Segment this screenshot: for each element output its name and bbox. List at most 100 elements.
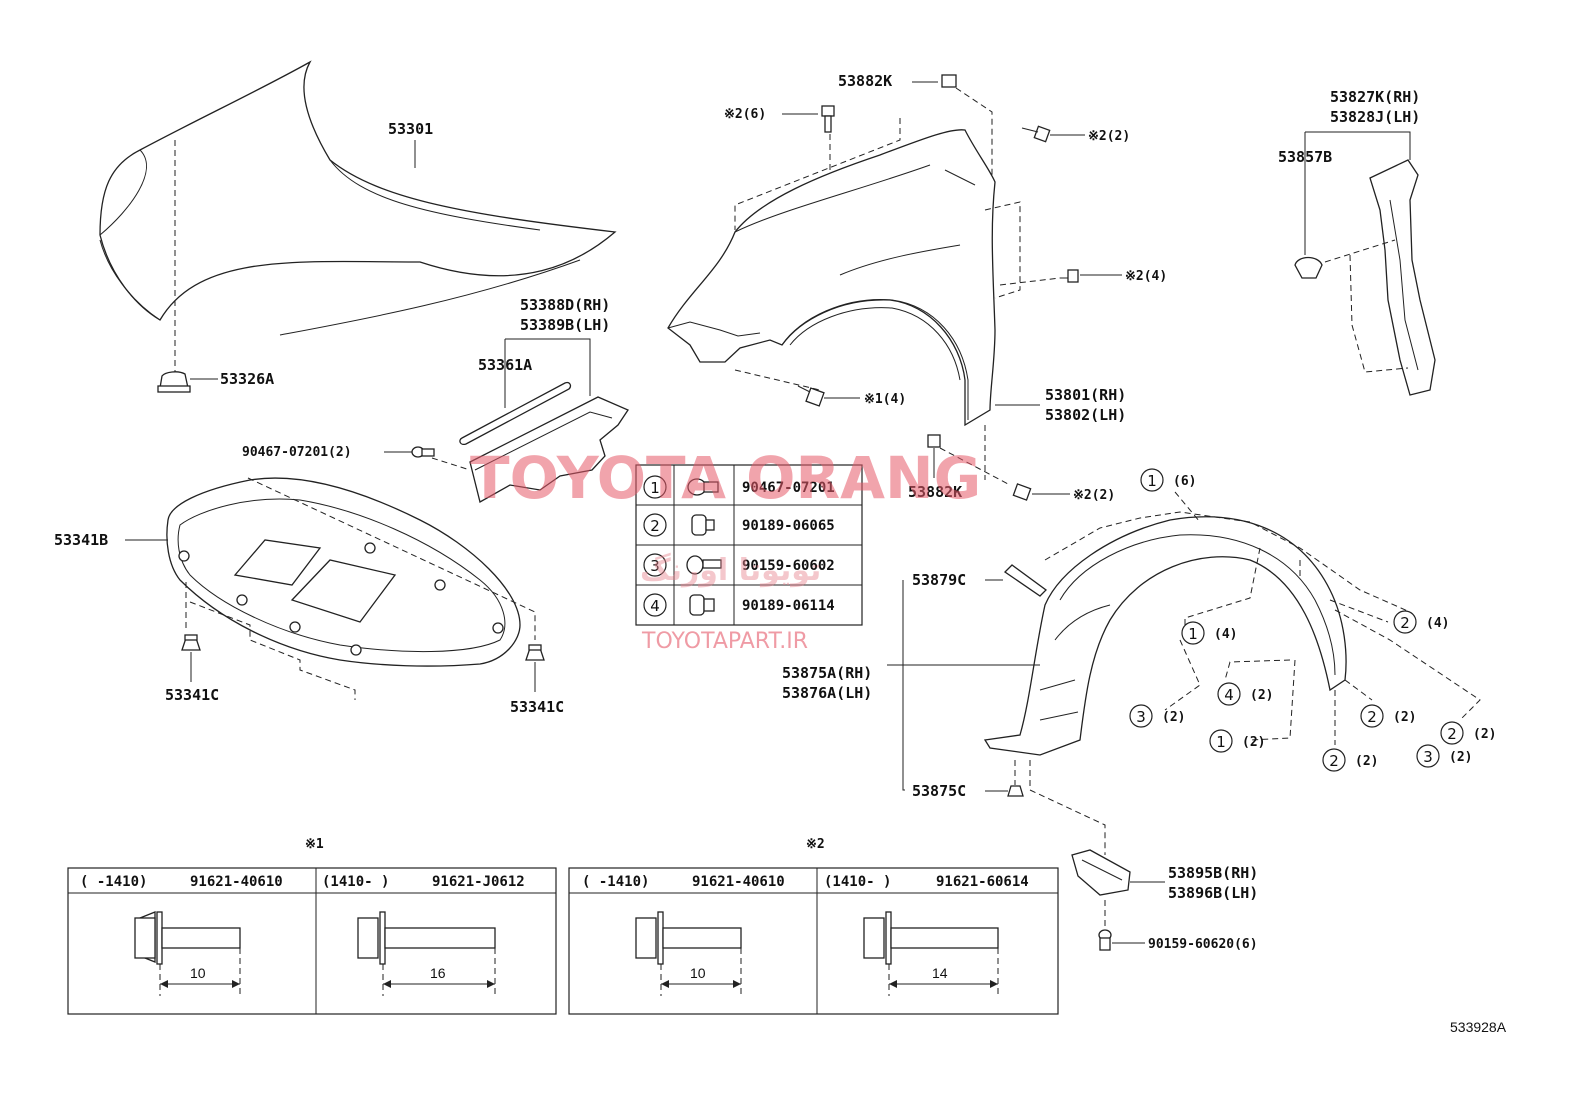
liner-piece-label: 53879C [912, 571, 966, 589]
insulator-label: 53341B [54, 531, 108, 549]
fender-bolt-bottom-label: ※2(2) [1073, 488, 1115, 503]
fender-rh-label: 53801(RH) [1045, 386, 1126, 404]
fender-bolt-right-top-label: ※2(2) [1088, 129, 1130, 144]
svg-text:(4): (4) [1214, 627, 1237, 642]
bolt-table-2-part-a: 91621-40610 [692, 874, 785, 890]
bracket-clip-drawing [1294, 256, 1323, 279]
hood-cushion-label: 53326A [220, 370, 274, 388]
svg-text:3: 3 [1136, 708, 1146, 726]
legend-3-part: 90159-60602 [742, 558, 835, 574]
guard-lh-label: 53896B(LH) [1168, 884, 1258, 902]
diagram-code: 533928A [1450, 1019, 1507, 1035]
fender-bolt-top-label: ※2(6) [724, 107, 766, 122]
fastener-legend: 1 2 3 4 90467-07201 90189-06065 90159-60… [635, 464, 863, 626]
svg-text:2: 2 [1329, 752, 1339, 770]
legend-4-part: 90189-06114 [742, 598, 835, 614]
svg-text:(6): (6) [1173, 474, 1196, 489]
fender-bolt-right-mid-drawing [1060, 269, 1079, 283]
clip-left-drawing [181, 634, 201, 651]
bolt-table-2-len-a: 10 [690, 965, 706, 981]
fender-bolt-lower-label: ※1(4) [864, 392, 906, 407]
bolt-table-2-len-b: 14 [932, 965, 948, 981]
fender-bolt-lower-drawing [797, 385, 825, 407]
clip-left-label: 53341C [165, 686, 219, 704]
bolt-table-2-range-a: ( -1410) [582, 874, 649, 890]
clip-2-icon [691, 514, 715, 536]
clip-1-icon [687, 478, 719, 496]
bolt-table-1-range-a: ( -1410) [80, 874, 147, 890]
bolt-table-2-part-b: 91621-60614 [936, 874, 1029, 890]
liner-callout-3-2-right: 3 (2) [1416, 744, 1472, 768]
svg-text:4: 4 [1224, 686, 1234, 704]
hood-label: 53301 [388, 120, 433, 138]
liner-callout-4-2: 4 (2) [1217, 682, 1273, 706]
bolt-table-1-len-b: 16 [430, 965, 446, 981]
bolt-table-2-mark: ※2 [806, 837, 825, 852]
svg-text:(2): (2) [1250, 688, 1273, 703]
svg-text:1: 1 [1188, 625, 1198, 643]
bolt-16-icon [357, 911, 496, 996]
svg-text:(4): (4) [1426, 616, 1449, 631]
fender-drawing [667, 129, 996, 427]
liner-lh-label: 53876A(LH) [782, 684, 872, 702]
svg-text:1: 1 [1147, 472, 1157, 490]
watermark-url: TOYOTAPART.IR [641, 629, 808, 654]
liner-callout-1-4: 1 (4) [1181, 621, 1237, 645]
bolt-10b-icon [635, 911, 742, 996]
bolt-table-1-mark: ※1 [305, 837, 324, 852]
guard-rh-label: 53895B(RH) [1168, 864, 1258, 882]
bracket-lh-label: 53828J(LH) [1330, 108, 1420, 126]
fender-plate-top-drawing [941, 74, 957, 88]
clip-ref-label: 90467-07201(2) [242, 445, 352, 460]
liner-drawing [983, 516, 1347, 756]
legend-2-part: 90189-06065 [742, 518, 835, 534]
svg-text:(2): (2) [1473, 727, 1496, 742]
clip-4-icon [689, 594, 715, 616]
seal-strip-label: 53361A [478, 356, 532, 374]
guard-screw-label: 90159-60620(6) [1148, 937, 1258, 952]
liner-callout-2-2-right: 2 (2) [1440, 721, 1496, 745]
svg-text:(2): (2) [1242, 735, 1265, 750]
liner-clip-label: 53875C [912, 782, 966, 800]
clip-right-drawing [525, 644, 545, 661]
fender-bolt-right-top-drawing [1021, 125, 1051, 143]
liner-callout-2-2-mid: 2 (2) [1360, 704, 1416, 728]
screw-3-icon [686, 555, 722, 575]
liner-callout-2-2-low: 2 (2) [1322, 748, 1378, 772]
legend-3-num: 3 [650, 557, 660, 575]
svg-text:1: 1 [1216, 733, 1226, 751]
svg-text:(2): (2) [1162, 710, 1185, 725]
watermark-brand-fa: تویوتا اورنگ [640, 552, 821, 588]
guard-screw-drawing [1098, 929, 1112, 951]
bolt-10-icon [134, 911, 241, 996]
watermark-brand: TOYOTA ORANG [470, 444, 981, 512]
legend-1-num: 1 [650, 479, 660, 497]
svg-text:(2): (2) [1449, 750, 1472, 765]
fender-plate-top-label: 53882K [838, 72, 892, 90]
liner-callout-2-4: 2 (4) [1393, 610, 1449, 634]
hood-drawing [99, 60, 617, 336]
seal-lh-label: 53389B(LH) [520, 316, 610, 334]
bracket-drawing [1369, 159, 1436, 396]
bracket-rh-label: 53827K(RH) [1330, 88, 1420, 106]
bolt-table-2-range-b: (1410- ) [824, 874, 891, 890]
fender-bolt-top-drawing [821, 105, 835, 133]
bolt-table-2: ※2 ( -1410) 91621-40610 (1410- ) 91621-6… [568, 837, 1059, 1015]
bolt-table-1: ※1 ( -1410) 91621-40610 (1410- ) 91621-J… [67, 837, 557, 1015]
fender-lh-label: 53802(LH) [1045, 406, 1126, 424]
legend-2-num: 2 [650, 517, 660, 535]
legend-4-num: 4 [650, 597, 660, 615]
clip-right-label: 53341C [510, 698, 564, 716]
fender-plate-bottom-drawing [927, 434, 941, 448]
splash-guard-drawing [1071, 849, 1131, 896]
bolt-table-1-part-b: 91621-J0612 [432, 874, 525, 890]
svg-text:(2): (2) [1393, 710, 1416, 725]
liner-callout-1-2: 1 (2) [1209, 729, 1265, 753]
bolt-table-1-len-a: 10 [190, 965, 206, 981]
liner-callout-1-6: 1 (6) [1140, 468, 1196, 492]
svg-text:(2): (2) [1355, 754, 1378, 769]
svg-text:2: 2 [1400, 614, 1410, 632]
insulator-drawing [166, 477, 521, 667]
liner-rh-label: 53875A(RH) [782, 664, 872, 682]
